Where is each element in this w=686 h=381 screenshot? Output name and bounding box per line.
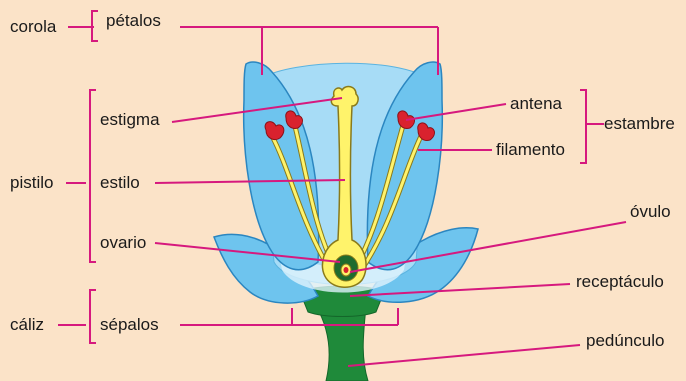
label-caliz: cáliz [10, 315, 44, 335]
label-petalos: pétalos [106, 11, 161, 31]
label-receptaculo: receptáculo [576, 272, 664, 292]
label-estilo: estilo [100, 173, 140, 193]
peduncle-stem [316, 306, 368, 381]
label-corola: corola [10, 17, 56, 37]
label-ovario: ovario [100, 233, 146, 253]
label-estigma: estigma [100, 110, 160, 130]
label-estambre: estambre [604, 114, 675, 134]
label-sepalos: sépalos [100, 315, 159, 335]
label-pistilo: pistilo [10, 173, 53, 193]
label-filamento: filamento [496, 140, 565, 160]
label-ovulo: óvulo [630, 202, 671, 222]
label-pedunculo: pedúnculo [586, 331, 664, 351]
label-antena: antena [510, 94, 562, 114]
